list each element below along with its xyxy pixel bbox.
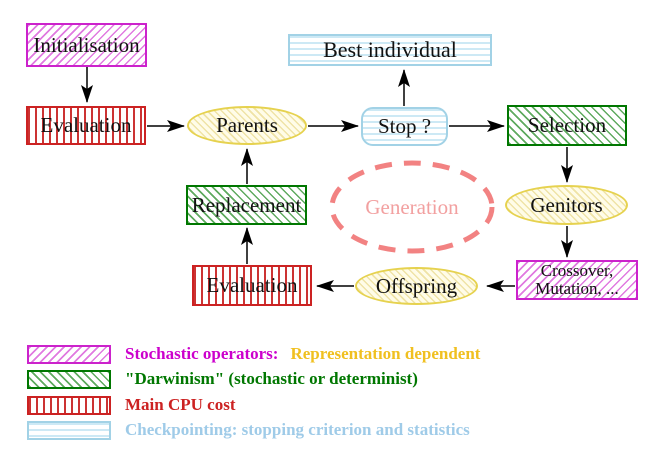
node-stop-label: Stop ? bbox=[377, 114, 432, 138]
generation-label: Generation bbox=[365, 195, 459, 219]
legend-swatch-cyan-stripes bbox=[27, 420, 111, 440]
node-replacement: Replacement bbox=[186, 185, 307, 225]
node-mutation-label: Mutation, ... bbox=[535, 279, 619, 298]
legend-item-stochastic-operators: Stochastic operators: Representation depe… bbox=[27, 344, 481, 364]
node-stop: Stop ? bbox=[361, 107, 448, 146]
node-evaluation-bottom: Evaluation bbox=[192, 265, 312, 306]
node-parents: Parents bbox=[187, 106, 307, 145]
generation-dashed-ellipse bbox=[329, 160, 495, 254]
node-evaluation-top: Evaluation bbox=[26, 106, 146, 145]
node-evaluation-bottom-label: Evaluation bbox=[206, 273, 298, 297]
node-initialisation: Initialisation bbox=[26, 23, 147, 67]
node-genitors: Genitors bbox=[505, 185, 628, 225]
legend-swatch-red-stripes bbox=[27, 395, 111, 415]
legend-swatch-green-hatch bbox=[27, 369, 111, 389]
node-selection-label: Selection bbox=[527, 113, 607, 137]
legend-label-checkpointing: Checkpointing: stopping criterion and st… bbox=[125, 420, 470, 439]
node-replacement-label: Replacement bbox=[191, 192, 302, 217]
node-crossover-label: Crossover, bbox=[540, 261, 614, 280]
node-best-individual: Best individual bbox=[288, 34, 492, 66]
node-genitors-label: Genitors bbox=[530, 192, 603, 217]
legend-label-darwinism: "Darwinism" (stochastic or determinist) bbox=[125, 369, 418, 388]
node-crossover-mutation: Crossover, Mutation, ... bbox=[516, 260, 638, 300]
node-evaluation-top-label: Evaluation bbox=[40, 113, 132, 137]
node-best-individual-label: Best individual bbox=[323, 37, 457, 62]
legend-item-main-cpu-cost: Main CPU cost bbox=[27, 395, 236, 415]
legend-item-checkpointing: Checkpointing: stopping criterion and st… bbox=[27, 420, 470, 440]
node-parents-label: Parents bbox=[216, 113, 278, 137]
node-selection: Selection bbox=[507, 105, 627, 146]
legend-label-stochastic-operators: Stochastic operators: bbox=[125, 344, 279, 363]
legend-swatch-magenta-hatch bbox=[27, 344, 111, 364]
node-offspring-label: Offspring bbox=[375, 273, 458, 298]
node-offspring: Offspring bbox=[355, 267, 478, 305]
legend-label-representation-dependent: Representation dependent bbox=[290, 344, 481, 363]
node-initialisation-label: Initialisation bbox=[33, 32, 140, 57]
legend-label-main-cpu-cost: Main CPU cost bbox=[125, 395, 236, 414]
legend-item-darwinism: "Darwinism" (stochastic or determinist) bbox=[27, 369, 418, 389]
